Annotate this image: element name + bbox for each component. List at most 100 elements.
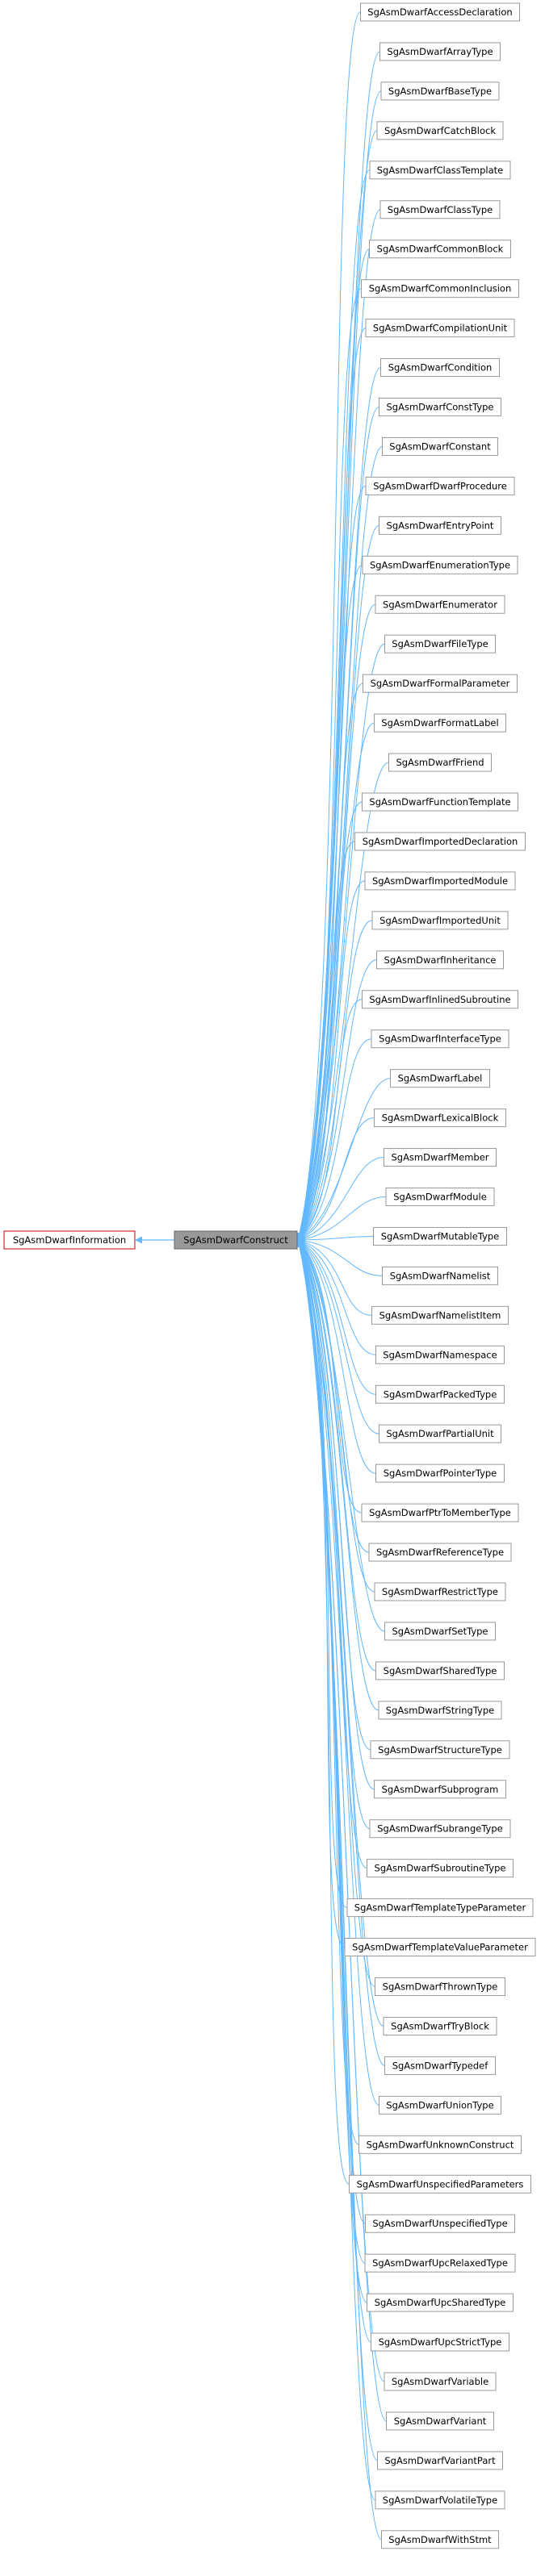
derived-node[interactable]: SgAsmDwarfInheritance — [376, 950, 504, 970]
derived-node-label: SgAsmDwarfInheritance — [384, 954, 497, 966]
derived-node[interactable]: SgAsmDwarfUnionType — [379, 2095, 501, 2115]
derived-node[interactable]: SgAsmDwarfFunctionTemplate — [362, 792, 518, 812]
derived-node[interactable]: SgAsmDwarfUpcStrictType — [371, 2332, 509, 2352]
derived-node-label: SgAsmDwarfSubprogram — [382, 1784, 499, 1795]
edge-derived-25 — [297, 999, 363, 1241]
derived-node[interactable]: SgAsmDwarfEnumerationType — [362, 555, 518, 574]
derived-node[interactable]: SgAsmDwarfCompilationUnit — [365, 319, 515, 338]
derived-node[interactable]: SgAsmDwarfRestrictType — [374, 1582, 506, 1601]
derived-node-box — [379, 200, 501, 219]
derived-node[interactable]: SgAsmDwarfStringType — [378, 1701, 502, 1720]
derived-node-label: SgAsmDwarfCompilationUnit — [373, 323, 508, 334]
derived-node[interactable]: SgAsmDwarfBaseType — [380, 81, 500, 101]
derived-node[interactable]: SgAsmDwarfSharedType — [375, 1661, 505, 1680]
edge-derived-26 — [297, 1038, 372, 1241]
derived-node[interactable]: SgAsmDwarfThrownType — [375, 1977, 505, 1996]
derived-node[interactable]: SgAsmDwarfStructureType — [370, 1740, 510, 1760]
derived-node[interactable]: SgAsmDwarfDwarfProcedure — [365, 476, 515, 495]
derived-node[interactable]: SgAsmDwarfPtrToMemberType — [361, 1503, 519, 1522]
derived-node-label: SgAsmDwarfNamelist — [390, 1270, 491, 1281]
derived-node[interactable]: SgAsmDwarfNamespace — [375, 1345, 505, 1364]
derived-node[interactable]: SgAsmDwarfImportedModule — [364, 871, 516, 891]
derived-node-box — [380, 81, 500, 101]
derived-node[interactable]: SgAsmDwarfSubroutineType — [367, 1859, 514, 1878]
derived-node[interactable]: SgAsmDwarfTemplateValueParameter — [344, 1938, 536, 1957]
derived-node[interactable]: SgAsmDwarfFormatLabel — [374, 713, 506, 733]
derived-node-label: SgAsmDwarfPartialUnit — [386, 1428, 494, 1439]
derived-node[interactable]: SgAsmDwarfUnspecifiedParameters — [349, 2174, 531, 2194]
derived-node[interactable]: SgAsmDwarfTryBlock — [383, 2016, 497, 2035]
edge-derived-47 — [297, 1239, 367, 1869]
derived-node[interactable]: SgAsmDwarfUnknownConstruct — [358, 2135, 522, 2154]
derived-node[interactable]: SgAsmDwarfReferenceType — [368, 1543, 512, 1562]
derived-node-box — [390, 1069, 490, 1088]
edge-derived-29 — [297, 1157, 384, 1242]
derived-node[interactable]: SgAsmDwarfNamelist — [382, 1266, 498, 1285]
derived-node[interactable]: SgAsmDwarfUpcSharedType — [367, 2293, 514, 2312]
base-node[interactable]: SgAsmDwarfInformation — [3, 1230, 136, 1250]
derived-node[interactable]: SgAsmDwarfAccessDeclaration — [360, 2, 520, 22]
derived-node[interactable]: SgAsmDwarfClassType — [379, 200, 501, 219]
derived-node[interactable]: SgAsmDwarfInterfaceType — [371, 1029, 509, 1049]
derived-node[interactable]: SgAsmDwarfSubprogram — [374, 1780, 506, 1799]
derived-node-label: SgAsmDwarfClassTemplate — [377, 165, 503, 176]
derived-node[interactable]: SgAsmDwarfTypedef — [384, 2056, 496, 2075]
derived-node[interactable]: SgAsmDwarfFormalParameter — [363, 674, 518, 693]
derived-node[interactable]: SgAsmDwarfPointerType — [375, 1463, 505, 1483]
derived-node[interactable]: SgAsmDwarfPackedType — [375, 1384, 505, 1404]
derived-node[interactable]: SgAsmDwarfLexicalBlock — [374, 1108, 506, 1128]
derived-node[interactable]: SgAsmDwarfPartialUnit — [379, 1424, 501, 1443]
derived-node[interactable]: SgAsmDwarfConstant — [382, 436, 498, 456]
derived-node[interactable]: SgAsmDwarfModule — [385, 1188, 495, 1206]
derived-node[interactable]: SgAsmDwarfCatchBlock — [376, 121, 504, 140]
derived-node-label: SgAsmDwarfThrownType — [383, 1981, 498, 1993]
edge-derived-8 — [296, 328, 367, 1241]
derived-node[interactable]: SgAsmDwarfCondition — [380, 358, 500, 378]
derived-node-label: SgAsmDwarfUnspecifiedType — [372, 2218, 507, 2229]
derived-node[interactable]: SgAsmDwarfArrayType — [379, 42, 501, 61]
derived-node[interactable]: SgAsmDwarfImportedDeclaration — [354, 832, 526, 851]
derived-node[interactable]: SgAsmDwarfEntryPoint — [379, 516, 501, 535]
derived-node[interactable]: SgAsmDwarfImportedUnit — [371, 911, 509, 930]
edge-derived-31 — [297, 1235, 374, 1244]
edge-derived-41 — [297, 1239, 385, 1632]
derived-node[interactable]: SgAsmDwarfUpcRelaxedType — [364, 2253, 516, 2273]
derived-node[interactable]: SgAsmDwarfMember — [384, 1148, 497, 1167]
derived-node[interactable]: SgAsmDwarfFriend — [388, 753, 492, 772]
derived-node-box — [375, 1977, 505, 1996]
base-node-box — [3, 1230, 136, 1250]
derived-node-box — [384, 2056, 496, 2075]
derived-node[interactable]: SgAsmDwarfVariable — [384, 2372, 497, 2391]
derived-node[interactable]: SgAsmDwarfMutableType — [373, 1226, 507, 1246]
derived-node[interactable]: SgAsmDwarfCommonInclusion — [361, 279, 519, 299]
derived-node[interactable]: SgAsmDwarfInlinedSubroutine — [362, 990, 518, 1009]
derived-node-box — [388, 753, 492, 772]
derived-node[interactable]: SgAsmDwarfVariant — [386, 2411, 494, 2431]
derived-node-label: SgAsmDwarfTryBlock — [391, 2020, 489, 2031]
derived-node[interactable]: SgAsmDwarfSetType — [384, 1622, 496, 1641]
derived-node[interactable]: SgAsmDwarfSubrangeType — [369, 1819, 511, 1839]
derived-node-label: SgAsmDwarfStringType — [386, 1705, 494, 1716]
derived-node-label: SgAsmDwarfConstant — [389, 440, 491, 452]
derived-node[interactable]: SgAsmDwarfLabel — [390, 1069, 490, 1088]
derived-node[interactable]: SgAsmDwarfVolatileType — [375, 2490, 505, 2510]
derived-node-label: SgAsmDwarfLabel — [398, 1073, 483, 1084]
derived-node[interactable]: SgAsmDwarfUnspecifiedType — [365, 2214, 515, 2233]
derived-node[interactable]: SgAsmDwarfEnumerator — [375, 595, 505, 614]
derived-node-label: SgAsmDwarfPointerType — [384, 1468, 497, 1479]
derived-node[interactable]: SgAsmDwarfTemplateTypeParameter — [346, 1898, 534, 1918]
derived-node[interactable]: SgAsmDwarfClassTemplate — [369, 161, 511, 180]
derived-node[interactable]: SgAsmDwarfCommonBlock — [369, 240, 511, 259]
derived-node-box — [365, 2214, 515, 2233]
derived-node[interactable]: SgAsmDwarfVariantPart — [377, 2451, 503, 2470]
derived-node[interactable]: SgAsmDwarfWithStmt — [381, 2530, 499, 2549]
derived-node-label: SgAsmDwarfVariable — [392, 2376, 488, 2387]
derived-node-box — [375, 1463, 505, 1483]
edge-derived-16 — [297, 643, 385, 1241]
derived-node-box — [382, 436, 498, 456]
derived-node-label: SgAsmDwarfFormalParameter — [371, 678, 510, 689]
derived-node[interactable]: SgAsmDwarfConstType — [379, 398, 501, 416]
edge-derived-0 — [296, 11, 361, 1241]
derived-node[interactable]: SgAsmDwarfFileType — [384, 634, 496, 653]
derived-node[interactable]: SgAsmDwarfNamelistItem — [371, 1305, 509, 1325]
